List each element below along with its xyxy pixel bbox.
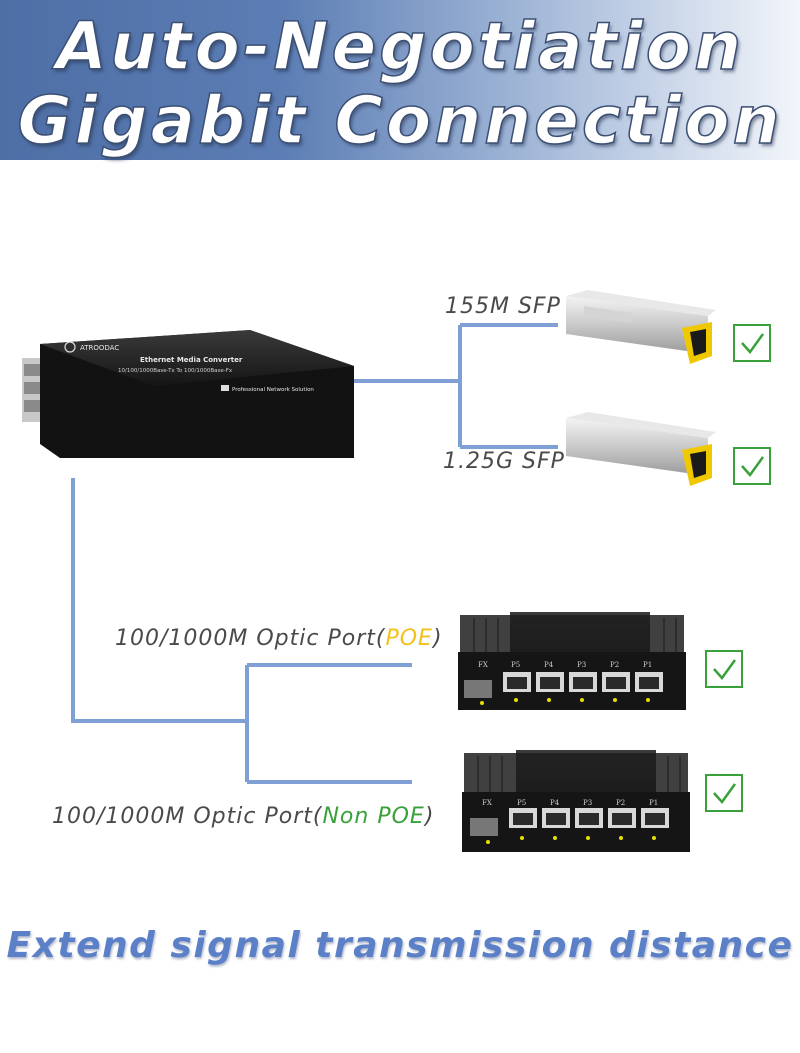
sfp-module-155m (566, 290, 716, 364)
media-converter-device (22, 330, 354, 458)
non-poe-port-label-p2: P2 (616, 799, 625, 807)
converter-tagline: Professional Network Solution (232, 387, 314, 393)
non-poe-port-label-suffix: ) (424, 804, 435, 829)
check-icon (733, 324, 771, 362)
connector-lines (71, 323, 558, 784)
header-title-line2: Gigabit Connection (17, 81, 783, 160)
sfp-module-125g (566, 412, 716, 486)
non-poe-port-label-p5: P5 (517, 799, 526, 807)
non-poe-port-label-fx: FX (482, 799, 492, 807)
converter-title: Ethernet Media Converter (140, 356, 243, 364)
converter-brand: ATROODAC (80, 344, 119, 352)
poe-switch-device (458, 612, 686, 710)
non-poe-highlight: Non POE (322, 804, 425, 829)
poe-port-label-p2: P2 (610, 661, 619, 669)
sfp-125g-label: 1.25G SFP (443, 449, 565, 474)
poe-port-label-p1: P1 (643, 661, 652, 669)
poe-highlight: POE (385, 626, 433, 651)
sfp-155m-label: 155M SFP (445, 294, 561, 319)
non-poe-port-label-prefix: 100/1000M Optic Port( (52, 804, 323, 829)
non-poe-switch-device (462, 750, 690, 852)
poe-port-label-suffix: ) (432, 626, 443, 651)
poe-port-label-p4: P4 (544, 661, 554, 669)
non-poe-port-label-p4: P4 (550, 799, 560, 807)
check-icon (733, 447, 771, 485)
non-poe-port-label-p3: P3 (583, 799, 592, 807)
poe-port-label-p5: P5 (511, 661, 520, 669)
poe-port-label-prefix: 100/1000M Optic Port( (115, 626, 386, 651)
header-title-line1: Auto-Negotiation (55, 7, 745, 86)
header-banner: Auto-Negotiation Gigabit Connection (0, 0, 800, 160)
poe-port-label-fx: FX (478, 661, 488, 669)
poe-port-label: 100/1000M Optic Port(POE) (115, 626, 443, 651)
check-icon (705, 774, 743, 812)
non-poe-port-label-p1: P1 (649, 799, 658, 807)
footer-tagline: Extend signal transmission distance (6, 925, 794, 966)
poe-port-label-p3: P3 (577, 661, 586, 669)
check-icon (705, 650, 743, 688)
non-poe-port-label: 100/1000M Optic Port(Non POE) (52, 804, 434, 829)
converter-subtitle: 10/100/1000Base-Tx To 100/1000Base-Fx (118, 368, 233, 374)
